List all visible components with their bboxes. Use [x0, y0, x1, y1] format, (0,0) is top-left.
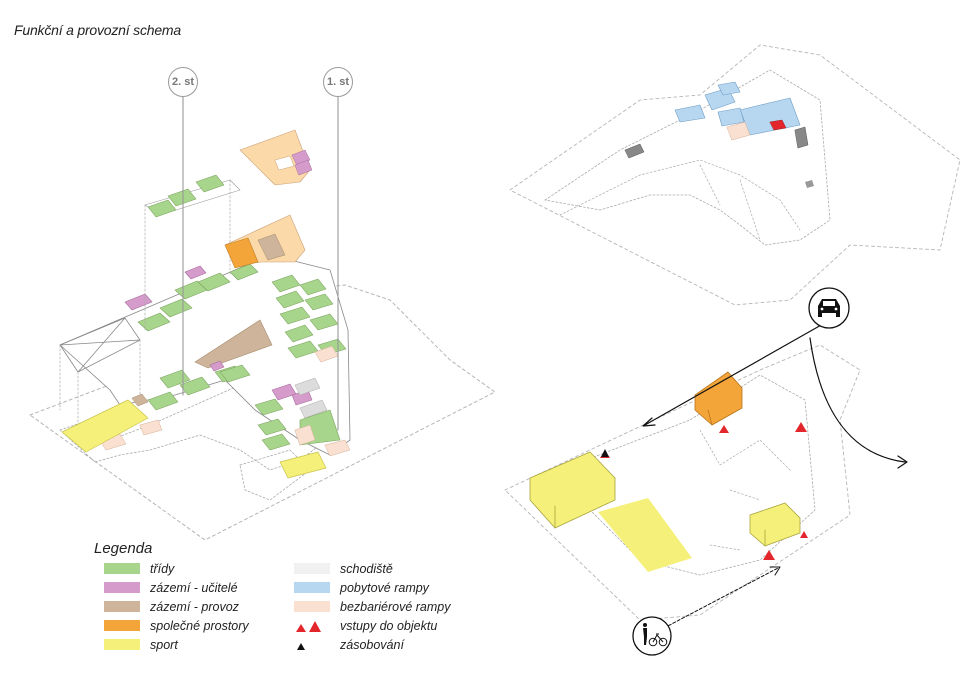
legend-swatch — [294, 601, 330, 612]
legend-item-operations: zázemí - provoz — [104, 599, 239, 614]
legend-swatch — [104, 563, 140, 574]
ground-floor-foot — [239, 449, 311, 501]
supply-marker — [601, 449, 609, 457]
legend-label: schodiště — [340, 561, 393, 576]
black-triangle-icon — [297, 642, 305, 650]
classrooms-2nd — [147, 174, 225, 218]
legend-item-entries: vstupy do objektu — [294, 618, 437, 633]
common-space — [224, 237, 259, 269]
legend-heading: Legenda — [94, 540, 153, 557]
legend-label: třídy — [150, 561, 175, 576]
legend-item-teacher-support: zázemí - učitelé — [104, 580, 238, 595]
right-site-plan — [504, 319, 908, 629]
legend-item-supply: zásobování — [294, 637, 404, 652]
site-boundary-upper — [509, 44, 960, 306]
legend-swatch — [104, 620, 140, 631]
sport-court-plan — [598, 498, 692, 572]
legend-item-barrier-free-ramps: bezbariérové rampy — [294, 599, 450, 614]
classrooms-ground — [147, 364, 341, 451]
legend-swatch — [104, 582, 140, 593]
site-boundary — [29, 284, 496, 541]
legend-swatch — [294, 563, 330, 574]
upper-block-staff — [291, 149, 313, 176]
ramps-ground — [99, 419, 351, 457]
legend-item-stairs: schodiště — [294, 561, 393, 576]
left-axonometric — [29, 96, 496, 541]
upper-block-2nd — [239, 129, 311, 186]
red-triangles-icon — [296, 620, 321, 632]
legend-swatch — [294, 582, 330, 593]
level-tag-1st: 1. st — [323, 67, 353, 97]
operations-ground — [194, 319, 273, 369]
pedestrian-bicycle-icon — [632, 616, 672, 656]
sport-court — [279, 451, 327, 479]
legend-label: vstupy do objektu — [340, 618, 438, 633]
stairs-ground — [294, 377, 328, 419]
pedestrian-route — [663, 567, 779, 629]
right-upper-plan — [509, 44, 960, 306]
legend-item-classrooms: třídy — [104, 561, 174, 576]
legend-label: zázemí - učitelé — [150, 580, 238, 595]
operations-upper — [257, 233, 286, 261]
car-icon — [808, 287, 850, 329]
legend-label: zázemí - provoz — [150, 599, 239, 614]
car-route — [644, 319, 831, 426]
classrooms-1st — [137, 263, 347, 359]
legend-label: bezbariérové rampy — [340, 599, 451, 614]
legend-label: zásobování — [340, 637, 404, 652]
level-tag-2nd: 2. st — [168, 67, 198, 97]
legend-swatch — [104, 639, 140, 650]
car-exit-route — [809, 337, 906, 463]
legend-item-common-spaces: společné prostory — [104, 618, 249, 633]
legend-item-sport: sport — [104, 637, 178, 652]
legend-swatch — [104, 601, 140, 612]
page-title: Funkční a provozní schema — [14, 22, 181, 38]
legend-item-living-ramps: pobytové rampy — [294, 580, 429, 595]
legend-label: sport — [150, 637, 178, 652]
legend-label: společné prostory — [150, 618, 249, 633]
legend-label: pobytové rampy — [340, 580, 429, 595]
sport-hall — [61, 399, 149, 453]
